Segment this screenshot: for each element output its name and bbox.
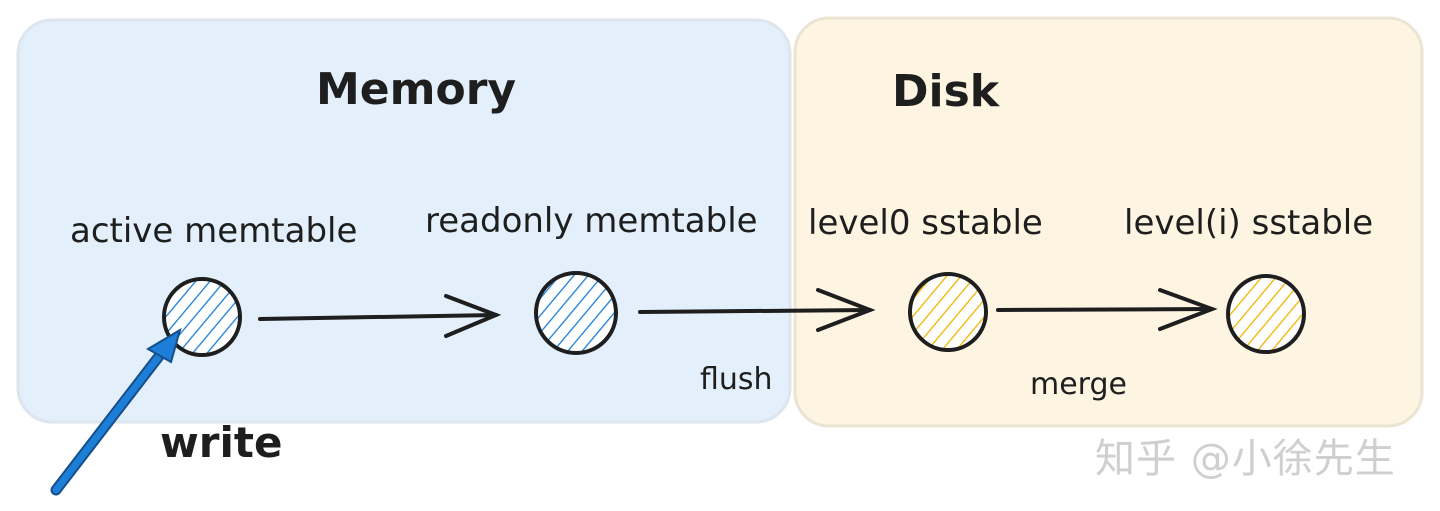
readonly-memtable-node xyxy=(534,271,618,355)
watermark: 知乎 @小徐先生 xyxy=(1095,436,1396,482)
active-memtable-node xyxy=(162,277,242,357)
readonly-memtable-label: readonly memtable xyxy=(425,201,758,241)
write-label: write xyxy=(160,418,282,467)
level0-sstable-node xyxy=(908,272,988,352)
disk-title: Disk xyxy=(892,66,1001,117)
write-arrow xyxy=(50,327,182,496)
merge-label: merge xyxy=(1030,367,1127,402)
arrow-merge xyxy=(996,288,1218,331)
arrow-active-to-readonly xyxy=(258,294,502,338)
memory-title: Memory xyxy=(316,64,516,115)
level0-sstable-label: level0 sstable xyxy=(808,203,1043,243)
active-memtable-label: active memtable xyxy=(70,211,357,251)
flush-label: flush xyxy=(700,362,773,397)
arrow-flush xyxy=(638,288,876,332)
leveli-sstable-label: level(i) sstable xyxy=(1124,203,1373,243)
leveli-sstable-node xyxy=(1226,274,1306,354)
